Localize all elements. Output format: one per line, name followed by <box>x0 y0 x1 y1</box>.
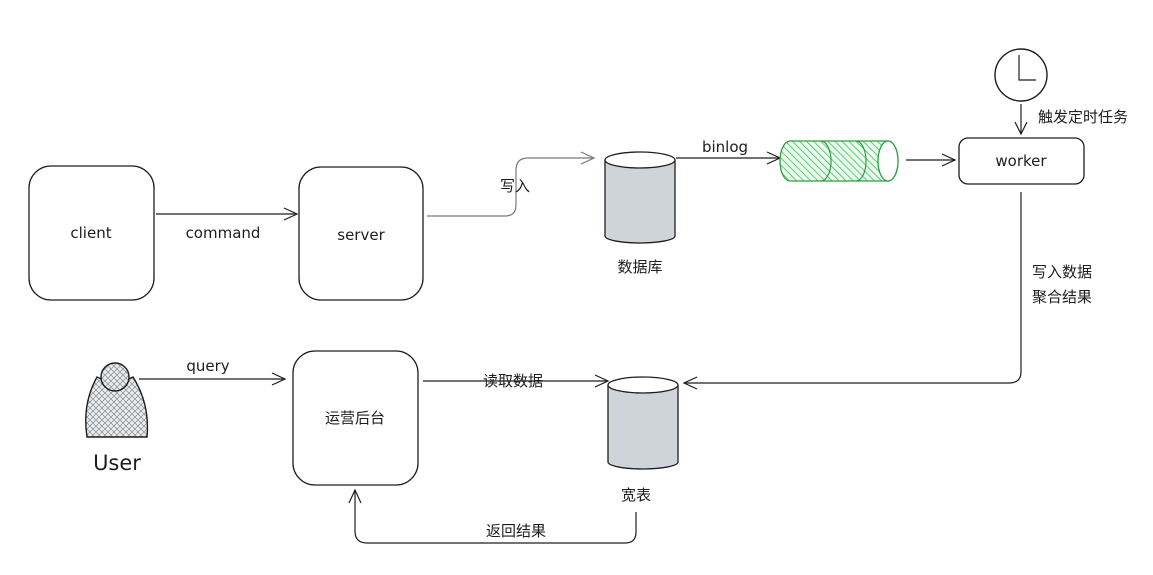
server-label: server <box>337 226 385 244</box>
return-arrow: 返回结果 <box>348 488 637 544</box>
binlog-arrow: binlog <box>676 138 782 165</box>
user-node: User <box>85 362 149 475</box>
worker-node: worker <box>958 137 1085 185</box>
server-node: server <box>298 166 424 301</box>
write-label: 写入 <box>500 177 530 195</box>
database-node: 数据库 <box>604 151 676 276</box>
aggregate-label-line1: 写入数据 <box>1032 263 1092 281</box>
admin-node: 运营后台 <box>292 350 419 486</box>
admin-label: 运营后台 <box>325 409 385 427</box>
read-arrow: 读取数据 <box>423 372 610 390</box>
queue-to-worker-arrow <box>906 153 957 167</box>
user-label: User <box>93 451 141 475</box>
query-arrow: query <box>139 357 287 386</box>
write-arrow: 写入 <box>427 151 596 217</box>
client-node: client <box>28 165 155 301</box>
query-label: query <box>186 357 229 375</box>
wide-table-label: 宽表 <box>621 486 651 504</box>
command-label: command <box>186 224 261 242</box>
trigger-label: 触发定时任务 <box>1038 108 1128 126</box>
aggregate-label-line2: 聚合结果 <box>1032 288 1092 306</box>
clock-icon <box>994 48 1048 102</box>
binlog-label: binlog <box>702 138 748 156</box>
read-label: 读取数据 <box>483 372 543 390</box>
return-label: 返回结果 <box>486 522 546 540</box>
aggregate-arrow: 写入数据 聚合结果 <box>682 192 1092 390</box>
trigger-arrow: 触发定时任务 <box>1014 104 1128 136</box>
wide-table-node: 宽表 <box>607 376 679 504</box>
message-queue <box>779 140 899 182</box>
database-label: 数据库 <box>617 258 662 276</box>
worker-label: worker <box>995 152 1047 170</box>
client-label: client <box>70 224 111 242</box>
command-arrow: command <box>156 207 299 242</box>
